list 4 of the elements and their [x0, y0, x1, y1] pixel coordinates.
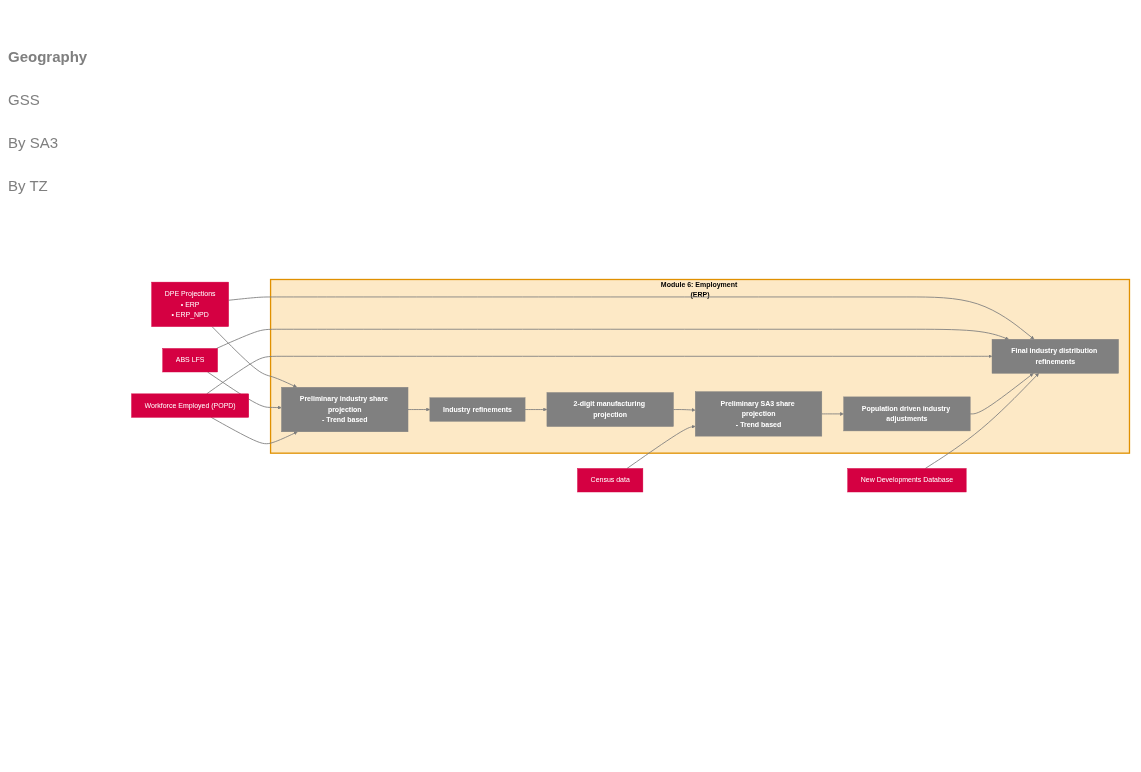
row-label: Geography [8, 48, 89, 65]
row-label: GSS [8, 91, 41, 108]
row-label: By SA3 [8, 134, 60, 151]
row-label: By TZ [8, 177, 49, 194]
